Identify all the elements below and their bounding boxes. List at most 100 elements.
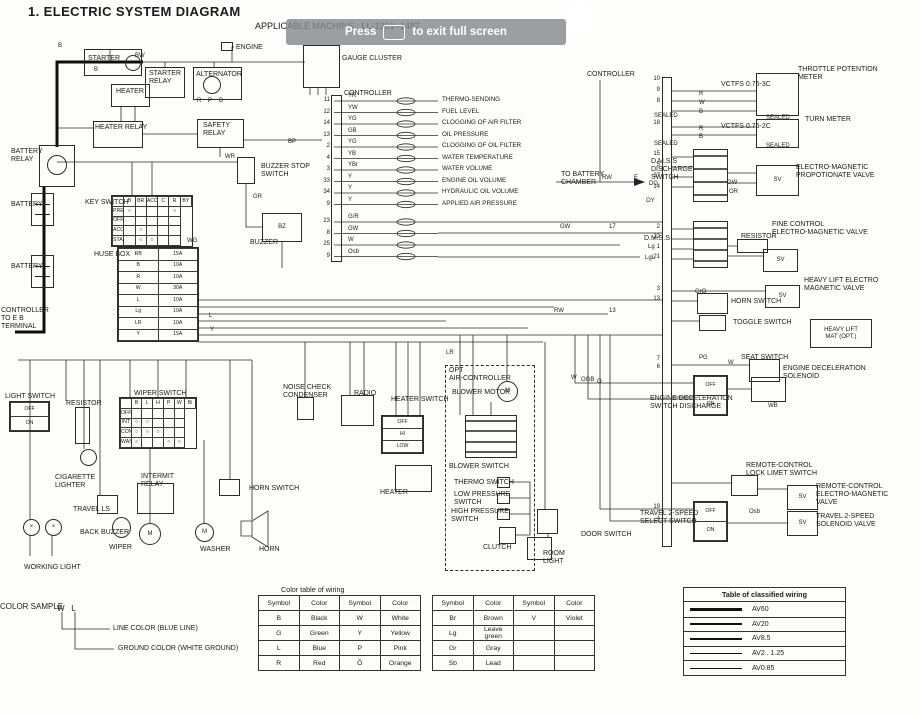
grid-cell <box>710 193 727 196</box>
grid-cell <box>710 226 727 229</box>
table-cell: LR <box>118 317 159 330</box>
overlay-text-prefix: Press <box>345 26 377 38</box>
wire-label: B <box>94 67 99 73</box>
table-header: P <box>162 398 175 409</box>
ground-color-label: GROUND COLOR (WHITE GROUND) <box>118 645 239 652</box>
washer-motor-circle: M <box>195 523 214 542</box>
wire-label: LR <box>446 350 454 356</box>
table-cell: OFF <box>10 402 49 417</box>
component-label: HEAVY LIFT ELECTRO MAGNETIC VALVE <box>804 277 879 292</box>
table-cell <box>513 625 555 641</box>
classified-label: AV2 . 1.25 <box>752 650 785 658</box>
component-label: SAFETY RELAY <box>203 122 231 137</box>
grid-cell <box>478 420 491 423</box>
component-label: BATTERY <box>11 263 43 270</box>
resistor-box-right <box>737 239 768 253</box>
table-cell: B <box>118 259 159 272</box>
classified-label: AV20 <box>752 620 769 628</box>
table-header: H <box>152 398 164 409</box>
table-cell: 10A <box>157 259 198 272</box>
overlay-artifact <box>568 2 592 36</box>
heavy-lift-mat-box: HEAVY LIFT MAT (OPT.) <box>810 319 872 348</box>
classified-label: AV60 <box>752 605 769 613</box>
table-header: C <box>157 196 170 207</box>
controller-pin: 2 <box>326 143 330 149</box>
grid-cell <box>491 450 504 453</box>
alternator-circle <box>203 76 221 94</box>
grid-cell <box>466 450 479 453</box>
classified-row: AV60 <box>684 602 845 617</box>
wire-label: BW <box>135 53 145 59</box>
table-cell <box>134 215 147 227</box>
table-cell: ○ <box>168 205 181 217</box>
wire-label: YG <box>348 116 357 122</box>
table-cell <box>130 407 143 419</box>
table-cell <box>173 427 186 439</box>
grid-cell <box>491 420 504 423</box>
table-header: B <box>130 398 143 409</box>
component-label: HEATER <box>116 88 144 95</box>
wire-label: B <box>699 109 704 115</box>
high-pressure-comp <box>497 509 510 520</box>
table-cell: Y <box>339 625 381 641</box>
table-cell <box>168 235 181 246</box>
grid-cell <box>710 249 727 252</box>
wire-label: GR <box>253 194 262 200</box>
wire-label: GW <box>348 225 359 232</box>
wire-label: LgL <box>645 255 656 261</box>
table-cell: P <box>339 640 381 656</box>
table-header: BR <box>134 196 147 207</box>
controller-pin: 25 <box>323 241 330 247</box>
table-cell: ON <box>10 416 49 431</box>
table-cell: ○ <box>152 427 164 439</box>
component-label: OPT AIR-CONTROLLER <box>449 367 511 382</box>
controller-signal: APPLIED AIR PRESSURE <box>442 199 517 207</box>
controller-pin: 8 <box>326 229 330 236</box>
wire-label: L <box>209 313 213 319</box>
component-label: BLOWER SWITCH <box>449 463 509 470</box>
wire-label: SEALED <box>654 141 678 147</box>
component-label: RADIO <box>354 390 377 397</box>
grid-cell <box>491 430 504 433</box>
wire-label: R <box>699 126 704 132</box>
table-cell: Y <box>118 328 159 341</box>
table-cell <box>162 427 175 439</box>
grid-cell <box>710 155 727 158</box>
table-cell: Brown <box>472 610 514 626</box>
table-cell: V <box>513 610 555 626</box>
component-label: DOOR SWITCH <box>581 531 632 538</box>
table-cell: 15A <box>157 328 198 341</box>
blower-switch-grid <box>465 415 517 458</box>
table-cell: LOW <box>382 440 423 453</box>
controller-pin: 14 <box>653 184 660 190</box>
table-cell: Red <box>298 655 340 671</box>
controller-signal: WATER VOLUME <box>442 165 493 172</box>
controller-signal: ENGINE OIL VOLUME <box>442 176 507 184</box>
wire-label: YBr <box>348 162 359 168</box>
heater-relay-box <box>93 121 143 148</box>
table-cell: Black <box>298 610 340 626</box>
table-cell: WASHER <box>120 437 132 448</box>
grid-cell <box>694 168 711 171</box>
blower-motor-circle: M <box>497 381 518 402</box>
table-cell <box>513 640 555 656</box>
clutch-coil-box <box>499 527 516 544</box>
component-label: NOISE CHECK CONDENSER <box>283 384 332 399</box>
controller-pin: 33 <box>323 177 330 184</box>
table-cell <box>162 417 175 429</box>
controller-pin: 23 <box>323 218 330 224</box>
component-label: HORN SWITCH <box>249 485 300 492</box>
table-cell <box>145 205 159 217</box>
table-header: Color <box>379 595 421 611</box>
table-cell <box>123 215 136 227</box>
wire-label: B <box>219 98 224 104</box>
table-cell: Sb <box>432 655 474 671</box>
controller-pin: 4 <box>656 516 660 522</box>
